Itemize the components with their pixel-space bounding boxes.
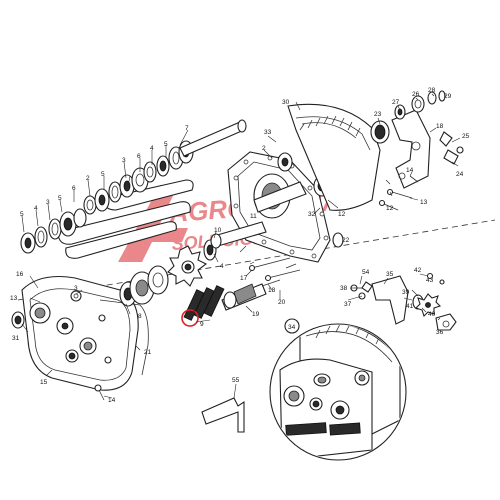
part-9-chain-tensioner bbox=[181, 285, 225, 327]
callout-31: 31 bbox=[12, 335, 20, 342]
callout-29: 29 bbox=[444, 93, 452, 100]
callout-2-top: 2 bbox=[262, 145, 266, 152]
callout-28: 28 bbox=[428, 87, 436, 94]
callout-6-top: 6 bbox=[137, 153, 141, 160]
callout-2-mid: 2 bbox=[86, 175, 90, 182]
callout-16: 16 bbox=[16, 271, 24, 278]
callout-20: 20 bbox=[278, 299, 286, 306]
callout-13-right: 13 bbox=[420, 199, 428, 206]
callout-5-mid: 5 bbox=[101, 171, 105, 178]
callout-25: 25 bbox=[462, 133, 470, 140]
leader-lines bbox=[21, 93, 461, 399]
callout-10: 10 bbox=[214, 227, 222, 234]
callout-14-right: 14 bbox=[406, 167, 414, 174]
callout-32: 32 bbox=[308, 211, 316, 218]
upper-shaft-assembly bbox=[20, 119, 247, 259]
callout-4-top: 4 bbox=[150, 145, 154, 152]
right-side-frame bbox=[287, 90, 464, 211]
callout-labels: 7 5 4 6 3 5 2 6 5 3 4 5 30 33 2 11 10 4 … bbox=[10, 87, 470, 404]
callout-18: 18 bbox=[268, 287, 276, 294]
callout-23: 23 bbox=[374, 111, 382, 118]
callout-4-center: 4 bbox=[220, 263, 224, 270]
lever-55 bbox=[201, 397, 245, 433]
callout-35: 35 bbox=[386, 271, 394, 278]
callout-27: 27 bbox=[392, 99, 400, 106]
callout-39: 39 bbox=[402, 289, 410, 296]
callout-3-housing: 3 bbox=[74, 285, 78, 292]
callout-12-right: 12 bbox=[386, 205, 394, 212]
watermark-emblem bbox=[118, 185, 188, 262]
detail-magnified-view bbox=[269, 318, 407, 461]
callout-34: 34 bbox=[288, 324, 296, 331]
part-19-shaft bbox=[221, 279, 281, 311]
callout-5-left: 5 bbox=[58, 195, 62, 202]
callout-5-top: 5 bbox=[164, 141, 168, 148]
callout-12: 12 bbox=[338, 211, 346, 218]
callout-7: 7 bbox=[185, 125, 189, 132]
callout-19: 19 bbox=[252, 311, 260, 318]
callout-8: 8 bbox=[138, 313, 142, 320]
callout-37: 37 bbox=[344, 301, 352, 308]
right-lower-parts bbox=[350, 272, 457, 331]
callout-18-right: 18 bbox=[436, 123, 444, 130]
callout-42: 42 bbox=[414, 267, 422, 274]
callout-41: 41 bbox=[406, 303, 414, 310]
callout-3-left: 3 bbox=[46, 199, 50, 206]
callout-54: 54 bbox=[362, 269, 370, 276]
callout-15: 15 bbox=[40, 379, 48, 386]
left-housing-cover bbox=[11, 275, 149, 401]
callout-22: 22 bbox=[342, 237, 350, 244]
callout-24: 24 bbox=[456, 171, 464, 178]
callout-36: 36 bbox=[436, 329, 444, 336]
callout-13-left: 13 bbox=[10, 295, 18, 302]
callout-21: 21 bbox=[144, 349, 152, 356]
callout-14-left: 14 bbox=[108, 397, 116, 404]
callout-9: 9 bbox=[200, 321, 204, 328]
sprocket-10 bbox=[167, 245, 208, 287]
callout-6-mid: 6 bbox=[72, 185, 76, 192]
callout-40: 40 bbox=[428, 311, 436, 318]
callout-4-left: 4 bbox=[34, 205, 38, 212]
callout-11: 11 bbox=[250, 213, 257, 220]
callout-38: 38 bbox=[340, 285, 348, 292]
callout-3-top: 3 bbox=[122, 157, 126, 164]
callout-55: 55 bbox=[232, 377, 240, 384]
callout-17: 17 bbox=[240, 275, 248, 282]
callout-30: 30 bbox=[282, 99, 290, 106]
bearing-row-lower bbox=[20, 208, 87, 254]
highlight-circle bbox=[181, 309, 199, 327]
callout-33: 33 bbox=[264, 129, 272, 136]
central-gearbox bbox=[210, 151, 344, 282]
callout-43: 43 bbox=[426, 277, 434, 284]
middle-gear-set bbox=[119, 239, 281, 327]
callout-5-far-left: 5 bbox=[20, 211, 24, 218]
callout-26: 26 bbox=[412, 91, 420, 98]
